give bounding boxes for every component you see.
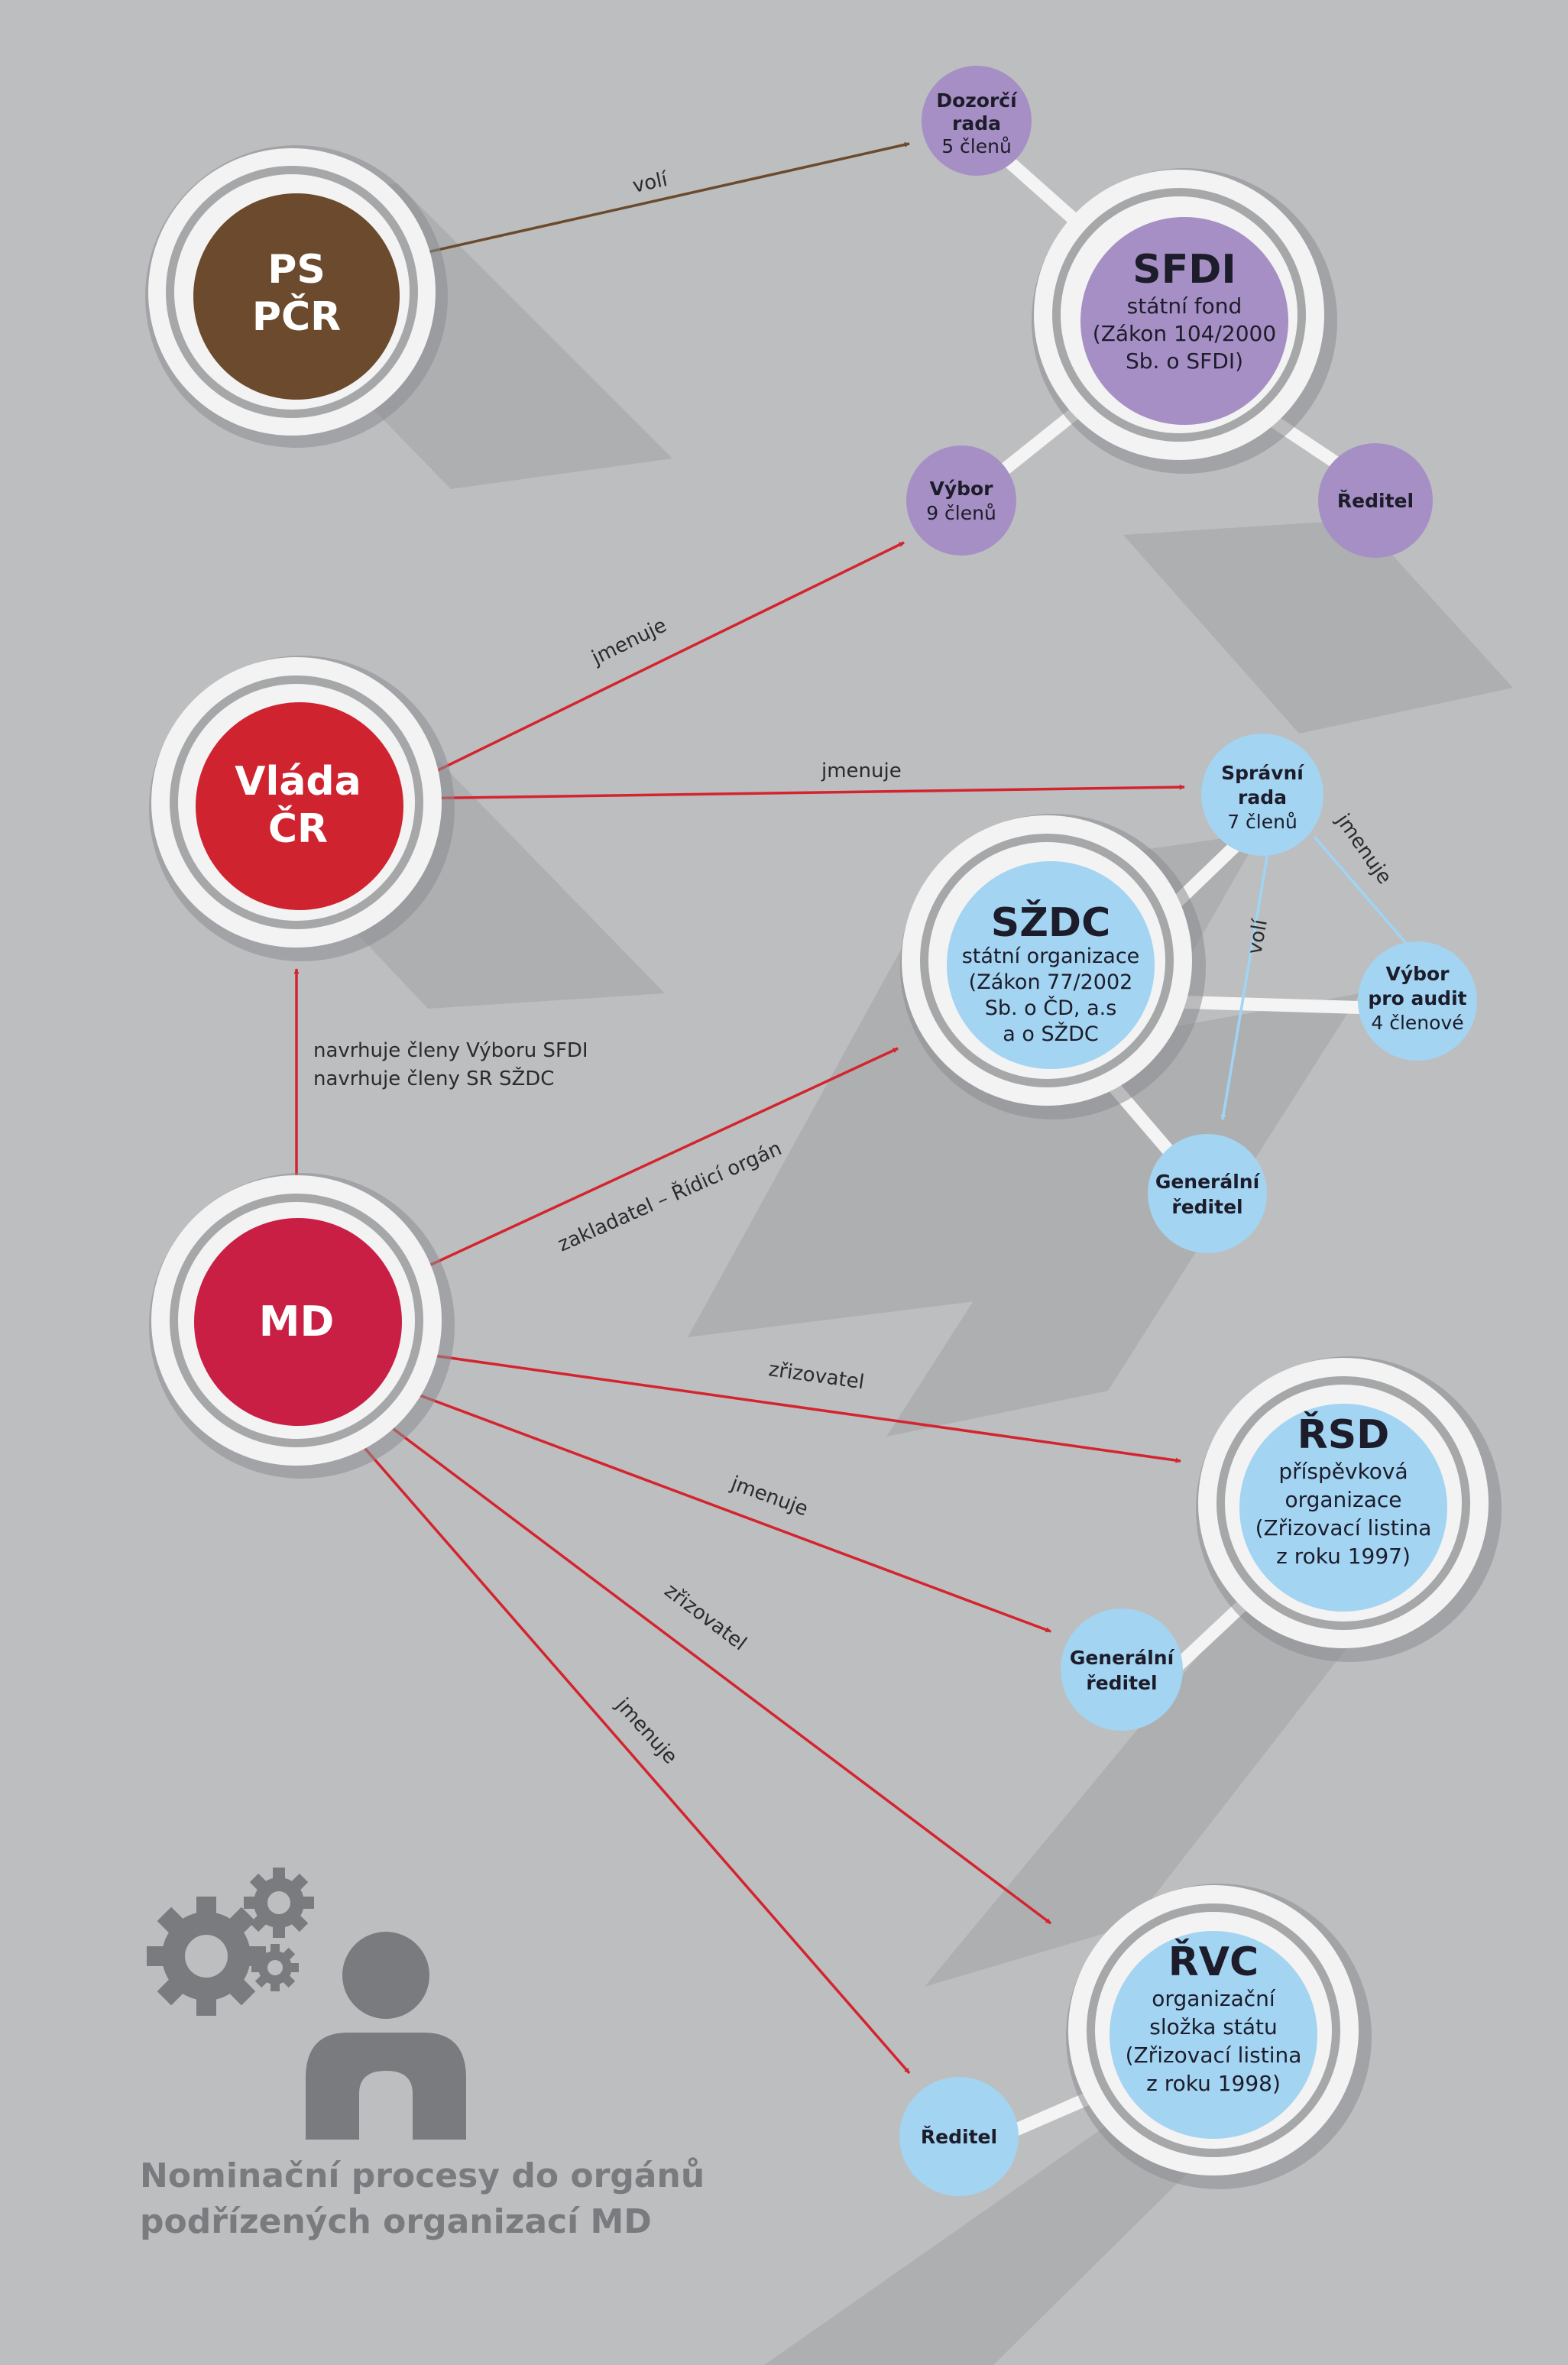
dozorci-b1: Dozorčí [936, 89, 1018, 112]
gear-icon-medium [244, 1868, 314, 1938]
node-vybor-sfdi: Výbor 9 členů [906, 445, 1016, 556]
vlada-line2: ČR [268, 805, 328, 852]
node-szdc: SŽDC státní organizace (Zákon 77/2002 Sb… [900, 814, 1206, 1119]
rvc-desc-3: (Zřizovací listina [1126, 2043, 1302, 2068]
rvc-desc-2: složka státu [1149, 2014, 1277, 2039]
node-dozorci-rada: Dozorčí rada 5 členů [922, 66, 1032, 176]
node-reditel-rvc: Ředitel [899, 2077, 1019, 2196]
szdc-title: SŽDC [991, 899, 1110, 946]
footer-title-line2: podřízených organizací MD [140, 2202, 652, 2241]
sfdi-desc-1: státní fond [1127, 293, 1242, 319]
footer-title-line1: Nominační procesy do orgánů [140, 2156, 705, 2195]
gear-icon-small [251, 1944, 299, 1991]
edge-md-szdc [389, 1047, 899, 1285]
rvc-title: ŘVC [1168, 1939, 1259, 1985]
node-rvc: ŘVC organizační složka státu (Zřizovací … [1066, 1884, 1372, 2189]
ps-line2: PČR [252, 293, 341, 340]
label-jmenuje-spravni: jmenuje [821, 760, 902, 782]
gen-rsd-b1: Generální [1070, 1647, 1175, 1669]
reditel-sfdi-b1: Ředitel [1337, 490, 1414, 512]
person-icon [306, 1932, 466, 2140]
edge-vlada-spravni [404, 784, 1185, 800]
szdc-desc-4: a o SŽDC [1003, 1022, 1099, 1046]
audit-b1: Výbor [1385, 963, 1450, 985]
node-spravni-rada: Správní rada 7 členů [1201, 734, 1323, 856]
spravni-b1: Správní [1221, 762, 1304, 784]
szdc-desc-2: (Zákon 77/2002 [969, 970, 1133, 994]
szdc-desc-1: státní organizace [962, 944, 1140, 968]
edge-vlada-vybor [395, 541, 905, 792]
gear-icon [147, 1897, 266, 2016]
edge-spravni-audit [1313, 835, 1411, 949]
vlada-line1: Vláda [235, 759, 361, 805]
gears-person-icon [147, 1868, 466, 2140]
edge-md-reditel-rvc [339, 1418, 911, 2075]
vybor-sfdi-b1: Výbor [929, 478, 993, 500]
label-navrhuje-2: navrhuje členy SR SŽDC [313, 1066, 554, 1090]
gen-szdc-b2: ředitel [1171, 1196, 1242, 1218]
rsd-desc-3: (Zřizovací listina [1255, 1515, 1432, 1540]
node-vlada-cr: Vláda ČR [149, 656, 455, 961]
node-generalni-reditel-szdc: Generální ředitel [1148, 1134, 1267, 1253]
dozorci-b2: rada [952, 112, 1001, 134]
edge-ps-dozorci [393, 141, 910, 261]
node-rsd: ŘSD příspěvková organizace (Zřizovací li… [1196, 1356, 1502, 1662]
reditel-rvc-b1: Ředitel [921, 2126, 997, 2148]
sfdi-desc-2: (Zákon 104/2000 [1093, 321, 1276, 346]
node-md: MD [149, 1173, 455, 1479]
rsd-desc-2: organizace [1285, 1487, 1401, 1512]
edge-md-rvc [361, 1404, 1052, 1925]
sfdi-title: SFDI [1132, 247, 1236, 293]
edges [293, 141, 1411, 2075]
node-ps-pcr: PS PČR [145, 145, 448, 448]
vybor-sfdi-r1: 9 členů [926, 502, 996, 524]
rvc-desc-1: organizační [1152, 1986, 1276, 2011]
edge-spravni-gen [1220, 847, 1270, 1120]
spravni-b2: rada [1238, 786, 1287, 808]
node-generalni-reditel-rsd: Generální ředitel [1061, 1609, 1183, 1731]
rsd-title: ŘSD [1297, 1411, 1390, 1458]
szdc-desc-3: Sb. o ČD, a.s [985, 996, 1117, 1020]
label-navrhuje-1: navrhuje členy Výboru SFDI [313, 1039, 588, 1062]
gen-rsd-b2: ředitel [1086, 1672, 1157, 1694]
rsd-desc-1: příspěvková [1278, 1459, 1408, 1484]
gen-szdc-b1: Generální [1155, 1171, 1261, 1193]
edge-md-rsd [400, 1349, 1181, 1463]
audit-b2: pro audit [1368, 987, 1466, 1009]
audit-r1: 4 členové [1371, 1012, 1463, 1034]
node-vybor-pro-audit: Výbor pro audit 4 členové [1358, 941, 1477, 1061]
rvc-desc-4: z roku 1998) [1146, 2071, 1281, 2096]
ps-line1: PS [267, 247, 326, 293]
dozorci-r1: 5 členů [941, 135, 1012, 157]
rsd-desc-4: z roku 1997) [1276, 1544, 1411, 1569]
node-reditel-sfdi: Ředitel [1318, 443, 1433, 558]
sfdi-desc-3: Sb. o SFDI) [1126, 348, 1243, 374]
md-line1: MD [259, 1298, 335, 1346]
spravni-r1: 7 členů [1227, 811, 1297, 833]
node-sfdi: SFDI státní fond (Zákon 104/2000 Sb. o S… [1032, 168, 1337, 474]
edge-md-gen-rsd [397, 1385, 1051, 1633]
